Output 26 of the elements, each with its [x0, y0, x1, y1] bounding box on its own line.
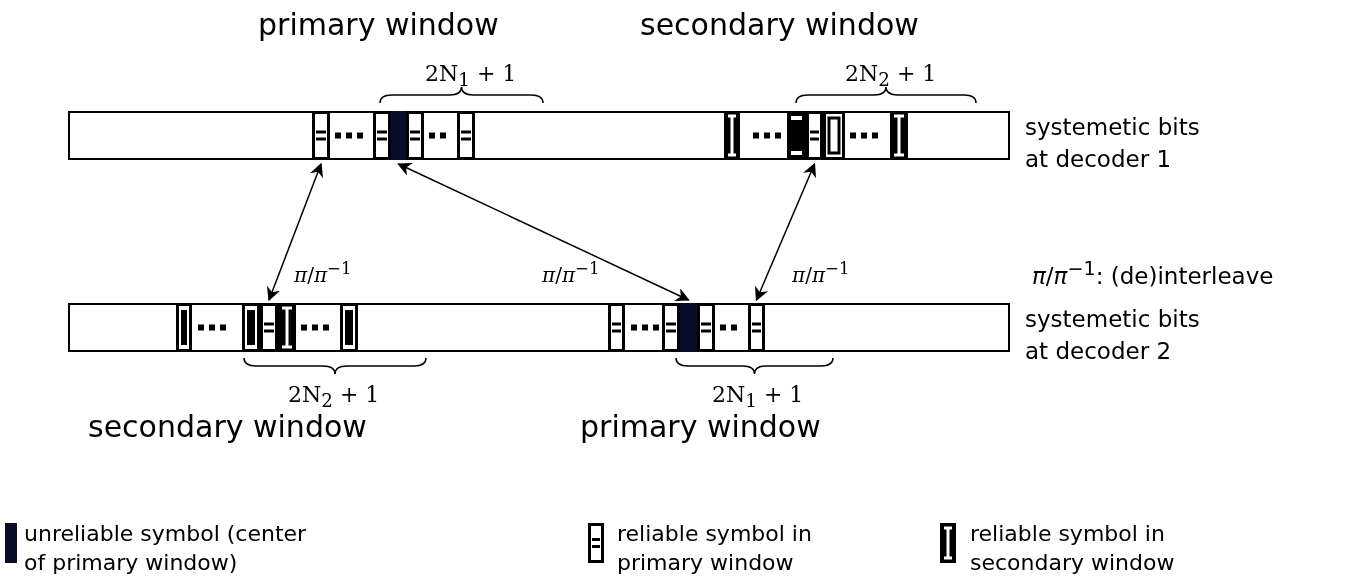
bit-sequence-bar: [68, 303, 1010, 352]
window-size-label: 2N$_{1}$ + 1: [712, 383, 804, 412]
legend-note: π/π$^{−1}$: (de)interleave: [1032, 256, 1274, 291]
reliable-symbol: [748, 303, 765, 352]
double-arrow: [755, 162, 816, 302]
window-size-label: 2N$_{2}$ + 1: [288, 383, 380, 412]
reliable-symbol: [260, 303, 278, 352]
window-title: primary window: [580, 410, 821, 443]
window-size-label: 2N$_{1}$ + 1: [425, 62, 517, 91]
double-arrow: [397, 163, 690, 301]
window-title: secondary window: [640, 8, 919, 41]
double-arrow: [266, 162, 324, 302]
window-title: primary window: [258, 8, 499, 41]
bit-sequence-bar: [68, 111, 1010, 160]
window-size-label: 2N$_{2}$ + 1: [845, 62, 937, 91]
reliable-symbol: [806, 111, 823, 160]
unreliable-symbol: [391, 111, 406, 160]
row-caption: systemetic bits at decoder 2: [1025, 305, 1201, 367]
row-caption: systemetic bits at decoder 1: [1025, 113, 1201, 175]
edge-label: π/π$^{−1}$: [540, 260, 602, 286]
legend-text: unreliable symbol (center of primary window): [24, 520, 308, 577]
legend-text: reliable symbol in secondary window: [970, 520, 1176, 577]
window-title: secondary window: [88, 410, 367, 443]
reliable-symbol: [312, 111, 330, 160]
unreliable-symbol: [680, 303, 697, 352]
legend-text: reliable symbol in primary window: [617, 520, 813, 577]
